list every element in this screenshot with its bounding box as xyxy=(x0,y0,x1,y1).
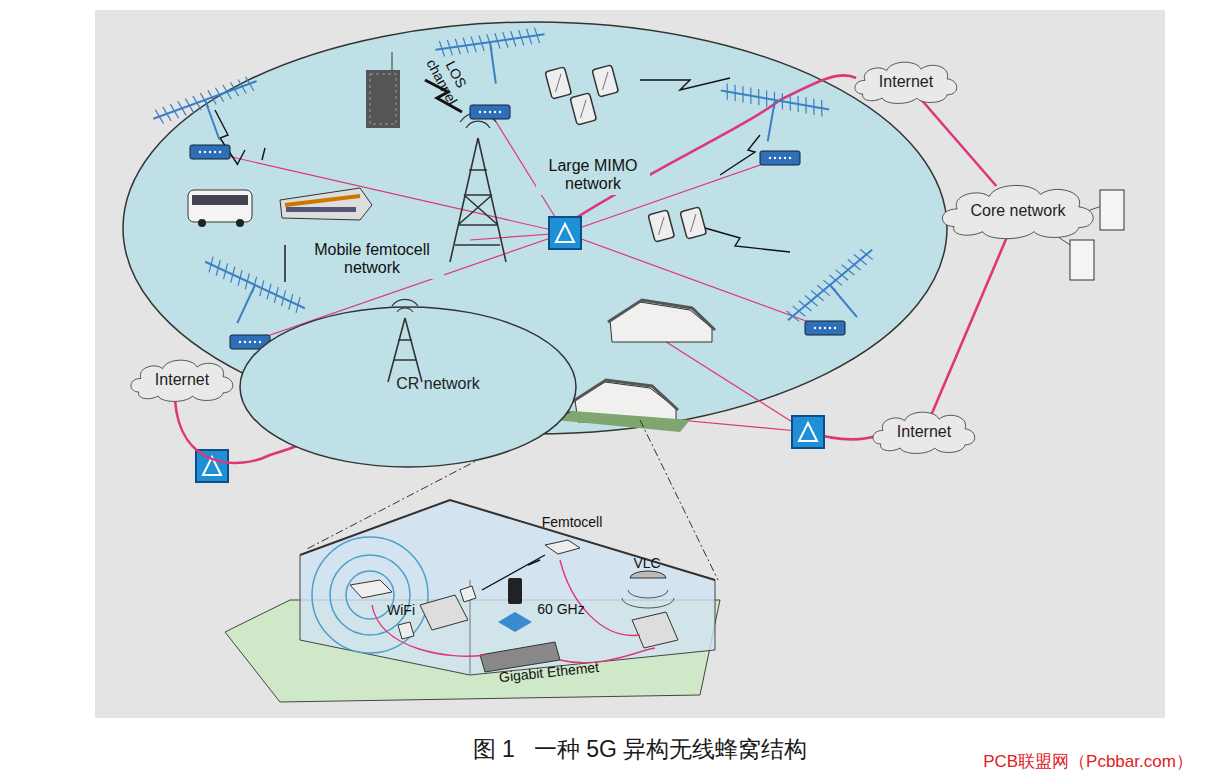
wireless-links xyxy=(215,78,790,360)
tablet xyxy=(680,207,707,239)
main-tower xyxy=(450,113,506,262)
home-inset xyxy=(225,500,720,702)
node-text: Internet xyxy=(870,408,978,456)
node-text: Core network xyxy=(938,180,1098,242)
label: VLC xyxy=(622,555,672,571)
caption: 图 1 一种 5G 异构无线蜂窝结构 xyxy=(320,736,960,762)
node-text: Internet xyxy=(852,58,960,106)
yagi xyxy=(151,74,271,159)
gateways xyxy=(196,217,824,482)
backhaul-link xyxy=(922,100,997,186)
node-text: CR network xyxy=(238,375,578,393)
vehicles xyxy=(188,188,372,227)
base-unit xyxy=(470,105,510,119)
tablet xyxy=(545,67,572,99)
backhaul-link xyxy=(932,236,1008,414)
label: Large MIMO network xyxy=(536,156,650,195)
label: WiFi xyxy=(376,602,426,618)
homes xyxy=(555,300,715,432)
network-cloud: Internet xyxy=(852,58,960,106)
yagi xyxy=(714,83,831,151)
label: 60 GHz xyxy=(526,601,596,617)
network-cloud: Internet xyxy=(128,356,236,404)
base-unit xyxy=(190,145,230,159)
gateway xyxy=(196,450,228,482)
network-cloud: Core network xyxy=(938,180,1098,242)
tablet xyxy=(570,93,597,125)
cr-tower xyxy=(388,299,422,382)
watermark: PCB联盟网（Pcbbar.com） xyxy=(958,752,1216,772)
building xyxy=(366,52,400,128)
base-unit xyxy=(760,151,800,165)
base-units xyxy=(190,105,845,349)
yagi-antennas xyxy=(151,26,900,352)
panel xyxy=(95,10,1165,718)
tablet xyxy=(592,65,619,97)
tablet xyxy=(648,210,675,242)
network-cloud: Internet xyxy=(870,408,978,456)
gateway xyxy=(549,217,581,249)
label: Femtocell xyxy=(532,514,612,530)
label: Mobile femtocell network xyxy=(300,240,444,279)
base-unit xyxy=(805,321,845,335)
gateway xyxy=(792,416,824,448)
cell-ellipse: CR network xyxy=(238,305,578,469)
yagi xyxy=(783,244,899,353)
node-text: Internet xyxy=(128,356,236,404)
